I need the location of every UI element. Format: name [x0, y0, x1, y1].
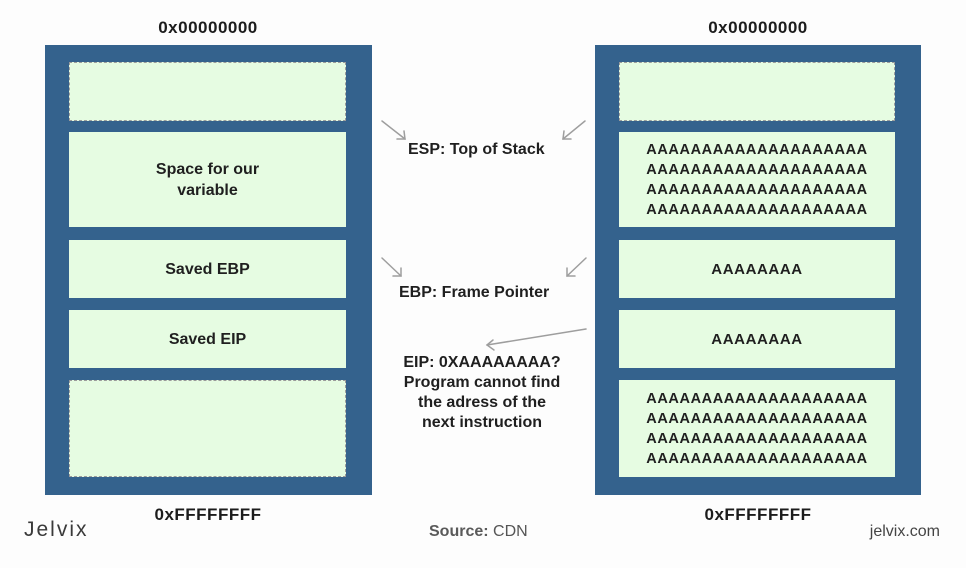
eip-line: next instruction — [421, 414, 542, 431]
ebp-left-arrow — [381, 257, 402, 277]
buffer-line: AAAAAAAAAAAAAAAAAAAA — [646, 390, 868, 407]
eip-line: the adress of the — [417, 394, 547, 411]
buffer-line: AAAAAAAAAAAAAAAAAAAA — [646, 161, 868, 178]
right-bottom-address: 0xFFFFFFFF — [704, 505, 812, 524]
buffer-line: AAAAAAAAAAAAAAAAAAAA — [646, 430, 868, 447]
saved-ebp-label: Saved EBP — [165, 260, 250, 278]
left-bottom-address: 0xFFFFFFFF — [154, 505, 262, 524]
source-key: Source: — [429, 523, 489, 540]
esp-left-arrow — [381, 120, 406, 140]
right-block-buffer-overflow: AAAAAAAAAAAAAAAAAAAA AAAAAAAAAAAAAAAAAAA… — [619, 132, 895, 227]
left-block-top — [69, 62, 346, 121]
jelvix-logo: Jelvix — [24, 518, 89, 541]
source-credit: Source: CDN — [429, 523, 528, 541]
left-variable-line2: variable — [177, 181, 238, 199]
esp-right-arrow — [562, 120, 586, 140]
left-top-address: 0x00000000 — [158, 18, 258, 37]
buffer-line: AAAAAAAAAAAAAAAAAAAA — [646, 201, 868, 218]
ebp-label: EBP: Frame Pointer — [399, 284, 550, 301]
right-block-bottom-buffer: AAAAAAAAAAAAAAAAAAAA AAAAAAAAAAAAAAAAAAA… — [619, 380, 895, 477]
right-top-address: 0x00000000 — [708, 18, 808, 37]
saved-eip-label: Saved EIP — [168, 330, 247, 348]
buffer-line: AAAAAAAAAAAAAAAAAAAA — [646, 410, 868, 427]
esp-label: ESP: Top of Stack — [408, 141, 545, 158]
left-block-bottom — [69, 380, 346, 477]
esp-left-arrow-head — [396, 130, 406, 140]
eip-line: EIP: 0XAAAAAAAA? — [403, 354, 561, 371]
right-block-overwritten-eip: AAAAAAAA — [619, 310, 895, 368]
overwritten-ebp-value: AAAAAAAA — [711, 260, 803, 278]
left-stack-frame: Space for our variable Saved EBP Saved E… — [45, 45, 372, 495]
left-block-saved-eip: Saved EIP — [69, 310, 346, 368]
overwritten-eip-value: AAAAAAAA — [711, 330, 803, 348]
eip-line: Program cannot find — [403, 374, 561, 391]
buffer-line: AAAAAAAAAAAAAAAAAAAA — [646, 141, 868, 158]
esp-right-arrow-head — [562, 130, 572, 140]
buffer-line: AAAAAAAAAAAAAAAAAAAA — [646, 181, 868, 198]
site-link[interactable]: jelvix.com — [869, 523, 940, 540]
eip-explanation: EIP: 0XAAAAAAAA? Program cannot find the… — [382, 353, 582, 433]
eip-arrow — [486, 328, 587, 346]
ebp-right-arrow-head — [566, 267, 576, 277]
left-block-variable: Space for our variable — [69, 132, 346, 227]
source-value: CDN — [493, 523, 528, 540]
left-block-saved-ebp: Saved EBP — [69, 240, 346, 298]
ebp-left-arrow-head — [392, 267, 402, 277]
right-stack-frame: AAAAAAAAAAAAAAAAAAAA AAAAAAAAAAAAAAAAAAA… — [595, 45, 921, 495]
buffer-line: AAAAAAAAAAAAAAAAAAAA — [646, 450, 868, 467]
right-block-top — [619, 62, 895, 121]
ebp-right-arrow — [566, 257, 587, 277]
left-variable-line1: Space for our — [155, 160, 260, 178]
right-block-overwritten-ebp: AAAAAAAA — [619, 240, 895, 298]
eip-arrow-head — [485, 339, 495, 351]
